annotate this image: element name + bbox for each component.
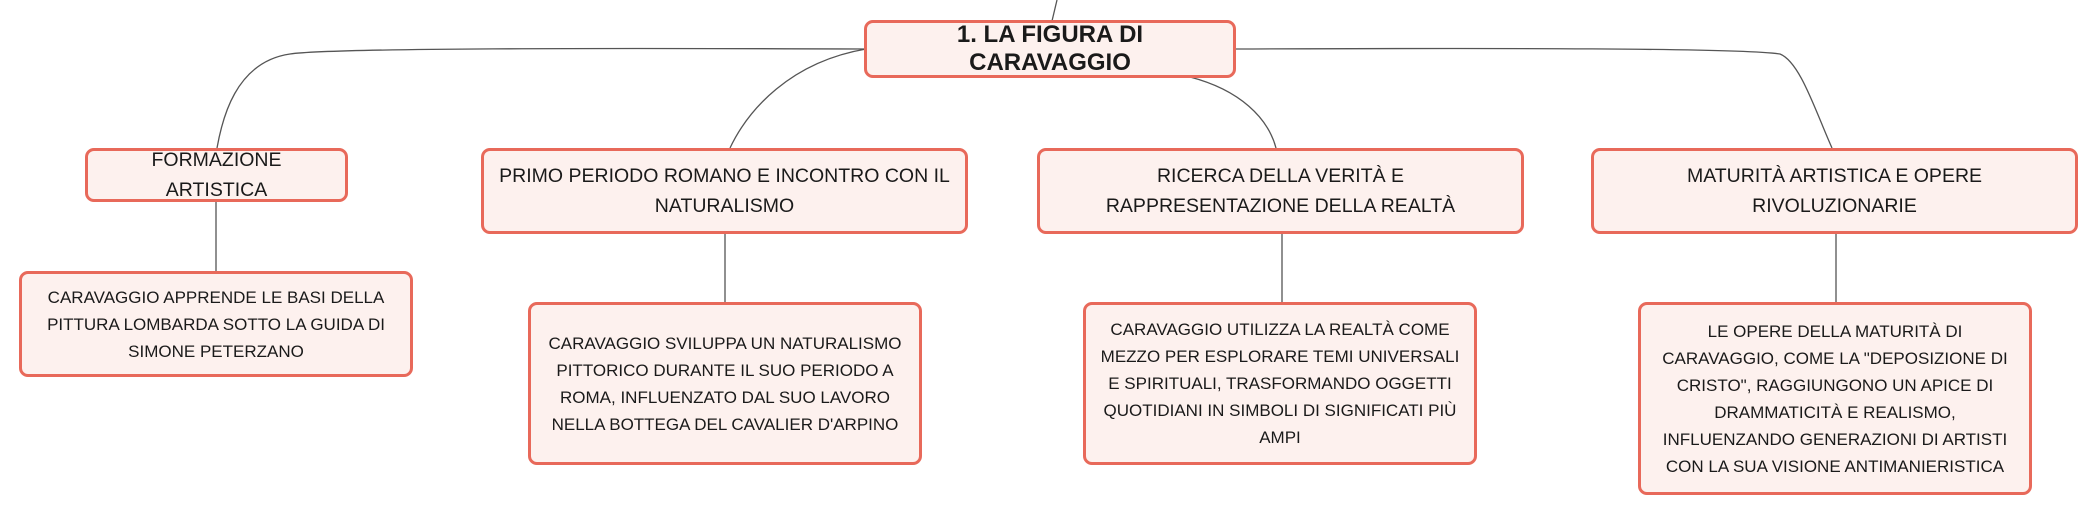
connector-root-branch-4 (1233, 47, 1833, 149)
detail-primo-periodo-romano[interactable]: CARAVAGGIO SVILUPPA UN NATURALISMO PITTO… (528, 302, 922, 465)
detail-text: CARAVAGGIO APPRENDE LE BASI DELLA PITTUR… (47, 287, 385, 361)
branch-label: PRIMO PERIODO ROMANO E INCONTRO CON IL N… (499, 165, 950, 217)
branch-maturita-artistica[interactable]: MATURITÀ ARTISTICA E OPERE RIVOLUZIONARI… (1591, 148, 2078, 234)
branch-label: FORMAZIONE ARTISTICA (151, 149, 282, 201)
branch-formazione-artistica[interactable]: FORMAZIONE ARTISTICA (85, 148, 348, 202)
detail-maturita-artistica[interactable]: LE OPERE DELLA MATURITÀ DI CARAVAGGIO, C… (1638, 302, 2032, 495)
detail-text: CARAVAGGIO UTILIZZA LA REALTÀ COME MEZZO… (1100, 320, 1460, 447)
connector-root-branch-2 (729, 48, 867, 149)
connector-root-branch-1 (216, 47, 867, 149)
branch-ricerca-della-verita[interactable]: RICERCA DELLA VERITÀ E RAPPRESENTAZIONE … (1037, 148, 1524, 234)
detail-text: CARAVAGGIO SVILUPPA UN NATURALISMO PITTO… (548, 333, 902, 434)
branch-primo-periodo-romano[interactable]: PRIMO PERIODO ROMANO E INCONTRO CON IL N… (481, 148, 968, 234)
connector-root-branch-3 (1189, 76, 1277, 149)
branch-label: RICERCA DELLA VERITÀ E RAPPRESENTAZIONE … (1105, 165, 1456, 217)
detail-text: LE OPERE DELLA MATURITÀ DI CARAVAGGIO, C… (1662, 321, 2008, 476)
root-topic[interactable]: 1. LA FIGURA DI CARAVAGGIO (864, 20, 1236, 78)
detail-ricerca-della-verita[interactable]: CARAVAGGIO UTILIZZA LA REALTÀ COME MEZZO… (1083, 302, 1477, 465)
branch-label: MATURITÀ ARTISTICA E OPERE RIVOLUZIONARI… (1686, 165, 1983, 217)
root-topic-label: 1. LA FIGURA DI CARAVAGGIO (956, 21, 1144, 76)
connector-parent-root (1051, 0, 1058, 22)
detail-formazione-artistica[interactable]: CARAVAGGIO APPRENDE LE BASI DELLA PITTUR… (19, 271, 413, 377)
